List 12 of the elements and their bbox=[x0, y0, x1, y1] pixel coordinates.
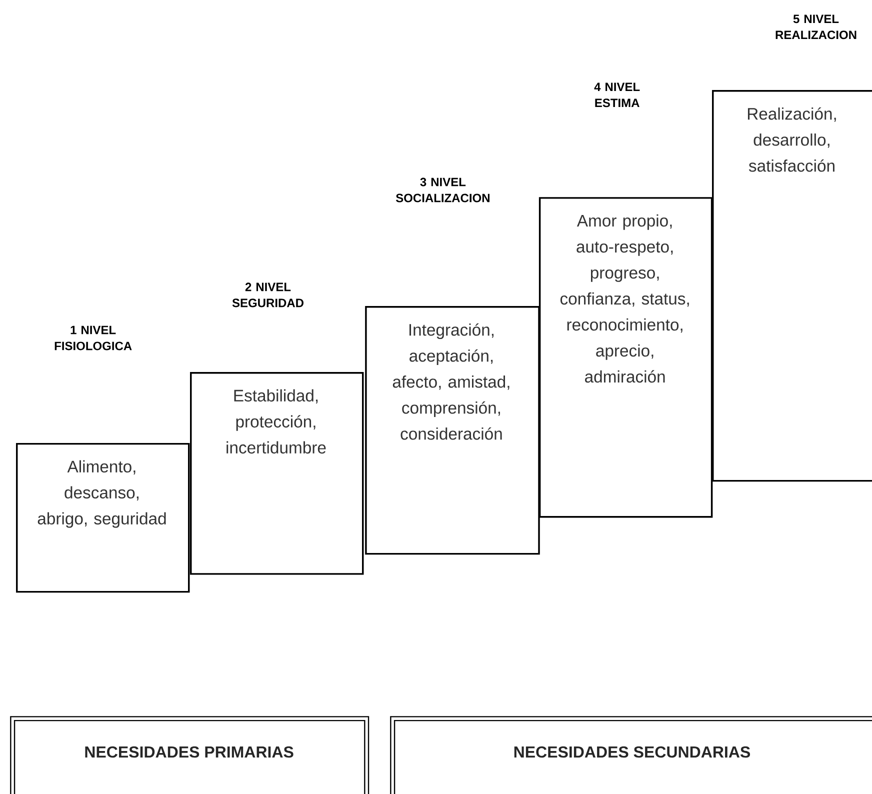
category-box: NECESIDADES PRIMARIAS bbox=[10, 716, 370, 794]
step-box: Estabilidad, protección, incertidumbre bbox=[190, 372, 364, 575]
category-box: NECESIDADES SECUNDARIAS bbox=[390, 716, 872, 794]
step-box: Alimento, descanso, abrigo, seguridad bbox=[16, 442, 190, 593]
level-heading: 2 NIVEL SEGURIDAD bbox=[232, 282, 304, 308]
level-heading: 1 NIVEL FISIOLOGICA bbox=[54, 326, 132, 350]
step-box: Integración, aceptación, afecto, amistad, comprensión, consideración bbox=[365, 306, 540, 555]
step-box: Amor propio, auto-respeto, progreso, confianza, status, reconocimiento, aprecio, admiración bbox=[538, 197, 713, 518]
step-box: Realización, desarrollo, satisfacción bbox=[712, 90, 872, 482]
level-heading: 4 NIVEL ESTIMA bbox=[594, 82, 640, 108]
level-heading: 5 NIVEL REALIZACION bbox=[776, 14, 856, 40]
level-heading: 3 NIVEL SOCIALIZACION bbox=[396, 178, 490, 202]
